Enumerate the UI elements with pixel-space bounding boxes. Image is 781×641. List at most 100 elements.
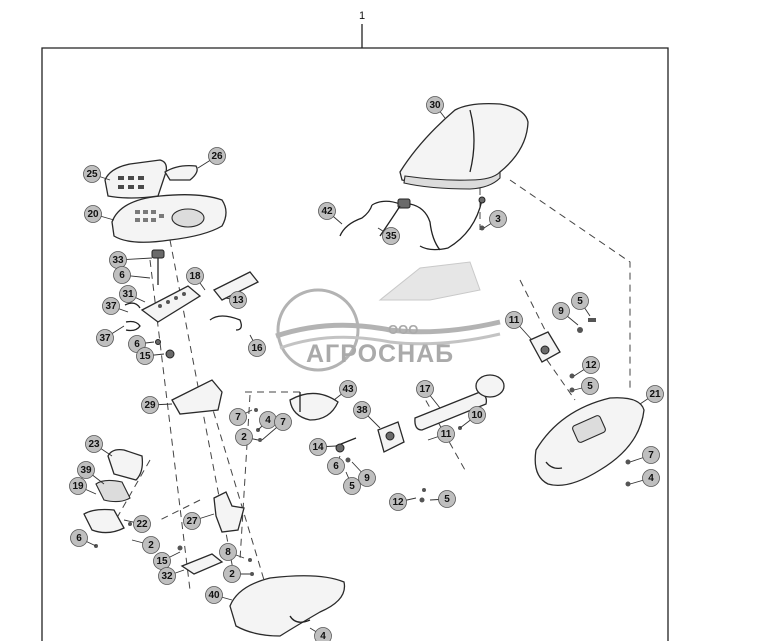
callout-42: 42 <box>318 202 336 220</box>
callout-badge <box>229 291 247 309</box>
callout-badge <box>83 165 101 183</box>
callout-badge <box>102 297 120 315</box>
callout-label: 6 <box>134 339 140 350</box>
callout-badge <box>382 227 400 245</box>
callout-16: 16 <box>248 339 266 357</box>
callout-badge <box>141 396 159 414</box>
shaft-assembly <box>335 374 505 453</box>
bottom-shroud <box>229 575 346 637</box>
callout-badge <box>389 493 407 511</box>
callout-39: 39 <box>77 461 95 479</box>
watermark-brand: АГРОСНАБ <box>306 340 454 368</box>
callout-label: 15 <box>156 556 168 567</box>
callout-9: 9 <box>358 469 376 487</box>
callout-badge <box>235 428 253 446</box>
callout-label: 35 <box>385 231 397 242</box>
callout-badge <box>119 285 137 303</box>
callout-badge <box>582 356 600 374</box>
callout-badge <box>113 266 131 284</box>
callout-40: 40 <box>205 586 223 604</box>
seat-cushion <box>399 102 529 190</box>
callout-label: 27 <box>186 516 198 527</box>
callout-badge <box>552 302 570 320</box>
callout-12: 12 <box>389 493 407 511</box>
callout-label: 2 <box>241 432 247 443</box>
callout-25: 25 <box>83 165 101 183</box>
callout-9: 9 <box>552 302 570 320</box>
callout-badge <box>133 515 151 533</box>
callout-badge <box>208 147 226 165</box>
callout-badge <box>229 408 247 426</box>
callout-badge <box>96 329 114 347</box>
callout-label: 38 <box>356 405 368 416</box>
callout-29: 29 <box>141 396 159 414</box>
callout-label: 17 <box>419 384 431 395</box>
callout-15: 15 <box>153 552 171 570</box>
callout-22: 22 <box>133 515 151 533</box>
callout-23: 23 <box>85 435 103 453</box>
callout-label: 6 <box>333 461 339 472</box>
callout-37: 37 <box>96 329 114 347</box>
callout-badge <box>581 377 599 395</box>
callout-badge <box>136 347 154 365</box>
callout-badge <box>84 205 102 223</box>
callout-label: 39 <box>80 465 92 476</box>
assembly-frame <box>41 47 669 641</box>
callout-label: 37 <box>105 301 117 312</box>
callout-21: 21 <box>646 385 664 403</box>
callout-label: 5 <box>577 296 583 307</box>
callout-label: 21 <box>649 389 661 400</box>
callout-badge <box>77 461 95 479</box>
callout-label: 29 <box>144 400 156 411</box>
callout-label: 7 <box>280 417 286 428</box>
watermark-logo: ООО АГРОСНАБ <box>275 261 501 372</box>
control-console <box>104 159 227 243</box>
callout-badge <box>642 469 660 487</box>
lever-27 <box>213 491 245 533</box>
callout-badge <box>426 96 444 114</box>
callout-badge <box>489 210 507 228</box>
callout-label: 26 <box>211 151 223 162</box>
pivot-block <box>529 331 561 363</box>
callout-43: 43 <box>339 380 357 398</box>
callout-6: 6 <box>327 457 345 475</box>
callout-19: 19 <box>69 477 87 495</box>
callout-label: 16 <box>251 343 263 354</box>
callout-badge <box>318 202 336 220</box>
callout-4: 4 <box>642 469 660 487</box>
callout-label: 33 <box>112 255 124 266</box>
callout-badge <box>183 512 201 530</box>
callout-label: 5 <box>587 381 593 392</box>
callout-label: 20 <box>87 209 99 220</box>
callout-label: 43 <box>342 384 354 395</box>
right-cover <box>534 397 645 487</box>
callout-13: 13 <box>229 291 247 309</box>
callout-badge <box>646 385 664 403</box>
callout-label: 4 <box>648 473 654 484</box>
callout-6: 6 <box>113 266 131 284</box>
callout-label: 4 <box>320 631 326 641</box>
callout-label: 40 <box>208 590 220 601</box>
callout-32: 32 <box>158 567 176 585</box>
callout-label: 12 <box>392 497 404 508</box>
callout-badge <box>468 406 486 424</box>
callout-label: 7 <box>648 450 654 461</box>
callout-label: 5 <box>444 494 450 505</box>
callout-badge <box>505 311 523 329</box>
foot-plates <box>83 448 144 534</box>
callout-badge <box>309 438 327 456</box>
callout-label: 9 <box>364 473 370 484</box>
callout-15: 15 <box>136 347 154 365</box>
callout-2: 2 <box>142 536 160 554</box>
callout-6: 6 <box>70 529 88 547</box>
callout-label: 31 <box>122 289 134 300</box>
callout-badge <box>642 446 660 464</box>
callout-20: 20 <box>84 205 102 223</box>
callout-2: 2 <box>223 565 241 583</box>
callout-label: 13 <box>232 295 244 306</box>
callout-badge <box>158 567 176 585</box>
callout-label: 23 <box>88 439 100 450</box>
callout-badge <box>219 543 237 561</box>
callout-35: 35 <box>382 227 400 245</box>
